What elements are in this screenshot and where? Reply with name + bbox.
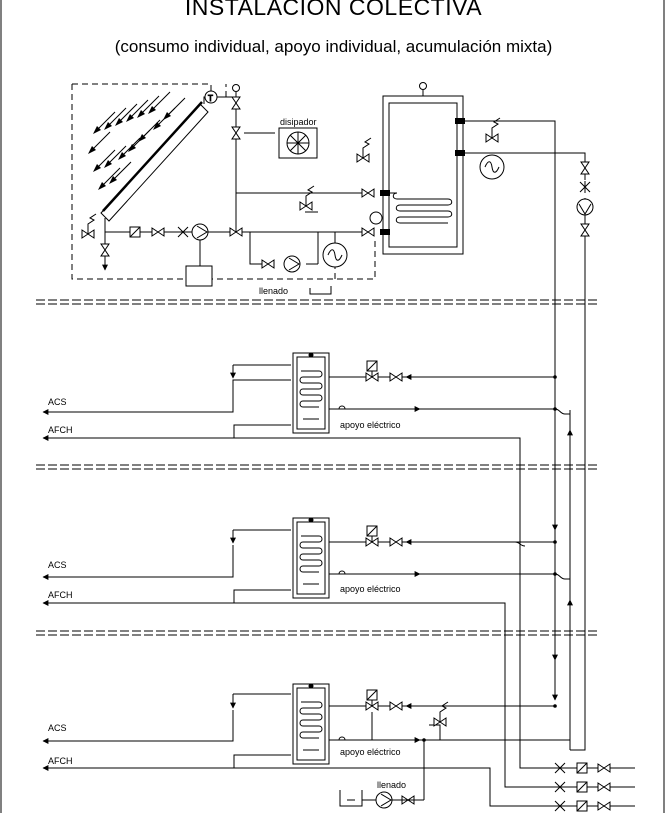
page-subtitle: (consumo individual, apoyo individual, a… xyxy=(114,37,553,56)
tank-thermometer xyxy=(369,211,383,225)
fill-label-top: llenado xyxy=(259,286,288,296)
dissipator-relief-valve xyxy=(356,137,372,163)
primary-heat-exchanger xyxy=(322,242,348,268)
primary-valve-1 xyxy=(151,227,165,237)
tank-inlet-valve xyxy=(361,188,375,198)
afch-label-1: AFCH xyxy=(48,425,73,435)
dissipator-unit xyxy=(278,127,318,159)
dwelling-3 xyxy=(42,683,635,807)
primary-filter xyxy=(129,226,141,238)
bottom-fill-unit xyxy=(339,790,424,809)
secondary-heat-exchanger xyxy=(479,154,505,180)
dwelling-1-tank xyxy=(292,352,330,434)
central-storage-tank xyxy=(380,82,465,255)
air-vent-valve xyxy=(231,84,241,110)
thermometer-label: T xyxy=(208,94,213,103)
electric-backup-label-3: apoyo eléctrico xyxy=(340,747,401,757)
primary-relief-valve xyxy=(299,185,315,211)
page-title: INSTALACION COLECTIVA xyxy=(184,0,483,20)
primary-check-valve xyxy=(176,226,190,238)
expansion-vessel xyxy=(185,240,213,287)
secondary-valve-1 xyxy=(580,161,590,175)
collector-relief-valve xyxy=(81,213,97,239)
acs-label-2: ACS xyxy=(48,560,67,570)
secondary-check-valve xyxy=(579,180,591,194)
vertical-risers xyxy=(552,360,573,750)
secondary-valve-2 xyxy=(580,223,590,237)
primary-pump xyxy=(191,223,209,241)
tank-outlet-valve xyxy=(361,227,375,237)
electric-backup-label-1: apoyo eléctrico xyxy=(340,420,401,430)
secondary-loop xyxy=(463,120,586,751)
secondary-relief-valve xyxy=(485,117,501,143)
fill-valve xyxy=(261,259,275,269)
dwelling-1 xyxy=(42,352,570,545)
fill-label-bottom: llenado xyxy=(377,780,406,790)
fill-pump xyxy=(283,255,301,273)
solar-collector xyxy=(88,91,209,222)
dwelling-2 xyxy=(42,517,570,770)
floor-separators xyxy=(36,299,600,636)
afch-label-2: AFCH xyxy=(48,590,73,600)
acs-label-1: ACS xyxy=(48,397,67,407)
secondary-pump xyxy=(576,198,594,216)
meter-stations xyxy=(504,545,635,812)
afch-label-3: AFCH xyxy=(48,756,73,766)
drain-valve xyxy=(100,232,110,271)
acs-label-3: ACS xyxy=(48,723,67,733)
electric-backup-label-2: apoyo eléctrico xyxy=(340,584,401,594)
three-way-valve xyxy=(231,126,241,140)
dissipator-label: disipador xyxy=(280,117,317,127)
